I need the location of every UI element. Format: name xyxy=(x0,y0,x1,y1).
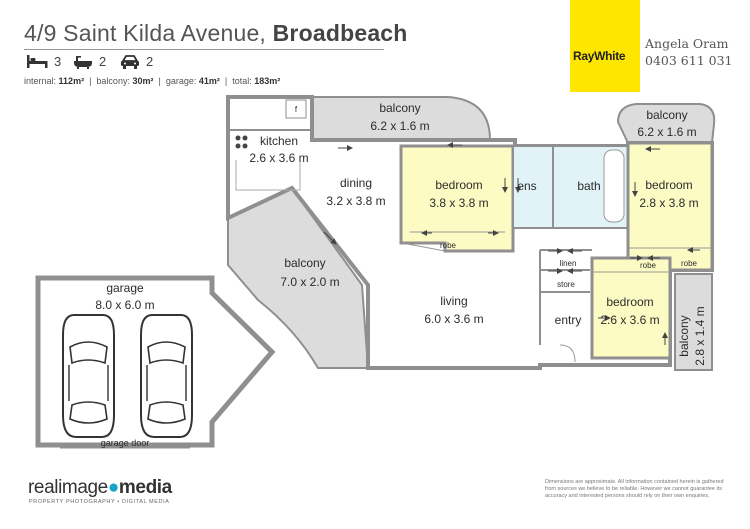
suburb-text: Broadbeach xyxy=(272,20,408,46)
bedroom2-size: 2.8 x 3.8 m xyxy=(639,196,698,210)
bed-count-value: 3 xyxy=(54,54,62,69)
agent-contact: Angela Oram 0403 611 031 xyxy=(645,35,732,69)
balcony-right-label: balcony xyxy=(646,108,687,122)
title-divider xyxy=(24,49,384,50)
kitchen-size: 2.6 x 3.6 m xyxy=(249,151,308,165)
garage-area-label: garage: xyxy=(165,76,197,86)
agent-name: Angela Oram xyxy=(645,36,729,51)
living-label: living xyxy=(440,294,467,308)
balcony-right-shape xyxy=(616,103,716,144)
linen-label: linen xyxy=(560,259,577,268)
bedroom2-label: bedroom xyxy=(645,178,692,192)
balcony-top-label: balcony xyxy=(379,101,420,115)
area-summary: internal: 112m² | balcony: 30m² | garage… xyxy=(24,76,281,86)
fridge-label: f xyxy=(295,105,298,114)
bathtub xyxy=(603,149,625,223)
robe3-label: robe xyxy=(640,261,657,270)
balcony-side-label: balcony xyxy=(677,315,691,356)
robe2-label: robe xyxy=(681,259,698,268)
dining-size: 3.2 x 3.8 m xyxy=(326,194,385,208)
kitchen-wall xyxy=(227,97,312,218)
ensuite-label: ens xyxy=(517,179,536,193)
bed-count: 3 xyxy=(26,54,61,69)
car-icon xyxy=(121,54,139,69)
entry-door-swing xyxy=(559,344,576,363)
garage-size: 8.0 x 6.0 m xyxy=(95,298,154,312)
garage-area-value: 41m² xyxy=(198,76,220,86)
balcony-mid-label: balcony xyxy=(284,256,325,270)
kitchen-label: kitchen xyxy=(260,134,298,148)
garage-door-label: garage door xyxy=(101,438,150,448)
door-arrows xyxy=(323,142,700,345)
bedroom3-label: bedroom xyxy=(606,295,653,309)
raywhite-logo: RayWhite xyxy=(573,49,626,63)
internal-area-value: 112m² xyxy=(58,76,85,86)
bath-label: bath xyxy=(577,179,600,193)
entry-label: entry xyxy=(555,313,582,327)
cooktop-icon xyxy=(235,135,248,149)
living-size: 6.0 x 3.6 m xyxy=(424,312,483,326)
bath-count: 2 xyxy=(73,54,106,69)
kitchen-bench xyxy=(235,160,301,191)
balcony-area-value: 30m² xyxy=(132,76,154,86)
car-left-icon xyxy=(62,314,115,438)
address-text: 4/9 Saint Kilda Avenue, xyxy=(24,20,267,46)
total-area-value: 183m² xyxy=(254,76,281,86)
balcony-right-size: 6.2 x 1.6 m xyxy=(637,125,696,139)
bed-icon xyxy=(27,55,48,68)
raywhite-logo-box xyxy=(570,0,640,92)
bath-icon xyxy=(74,55,92,69)
fridge-box xyxy=(285,99,307,119)
bedroom1-size: 3.8 x 3.8 m xyxy=(429,196,488,210)
realimage-media-logo: realimage●media xyxy=(28,477,172,499)
logo-tagline: PROPERTY PHOTOGRAPHY • DIGITAL MEDIA xyxy=(29,499,170,505)
internal-area-label: internal: xyxy=(24,76,57,86)
balcony-side-shape xyxy=(674,273,713,371)
linen-store-walls xyxy=(539,249,592,345)
agent-phone: 0403 611 031 xyxy=(645,53,733,68)
disclaimer-text: Dimensions are approximate. All informat… xyxy=(545,479,724,499)
bedroom3-size: 2.6 x 3.6 m xyxy=(600,313,659,327)
robe1-front xyxy=(401,242,446,252)
garage-label: garage xyxy=(106,281,144,295)
car-count: 2 xyxy=(120,54,153,69)
bedroom1-label: bedroom xyxy=(435,178,482,192)
balcony-mid-size: 7.0 x 2.0 m xyxy=(280,275,339,289)
logo-light-text: realimage xyxy=(28,477,108,498)
bath-count-value: 2 xyxy=(99,54,107,69)
robe1-label: robe xyxy=(440,241,457,250)
dining-label: dining xyxy=(340,176,372,190)
balcony-top-size: 6.2 x 1.6 m xyxy=(370,119,429,133)
property-address: 4/9 Saint Kilda Avenue, Broadbeach xyxy=(24,20,408,47)
car-right-icon xyxy=(140,314,193,438)
balcony-side-size: 2.8 x 1.4 m xyxy=(693,306,707,365)
balcony-side-text: balcony 2.8 x 1.4 m xyxy=(677,306,707,365)
car-count-value: 2 xyxy=(146,54,154,69)
balcony-area-label: balcony: xyxy=(96,76,130,86)
logo-bold-text: media xyxy=(118,477,172,498)
store-label: store xyxy=(557,280,575,289)
logo-dot-icon: ● xyxy=(107,477,119,498)
total-area-label: total: xyxy=(232,76,252,86)
